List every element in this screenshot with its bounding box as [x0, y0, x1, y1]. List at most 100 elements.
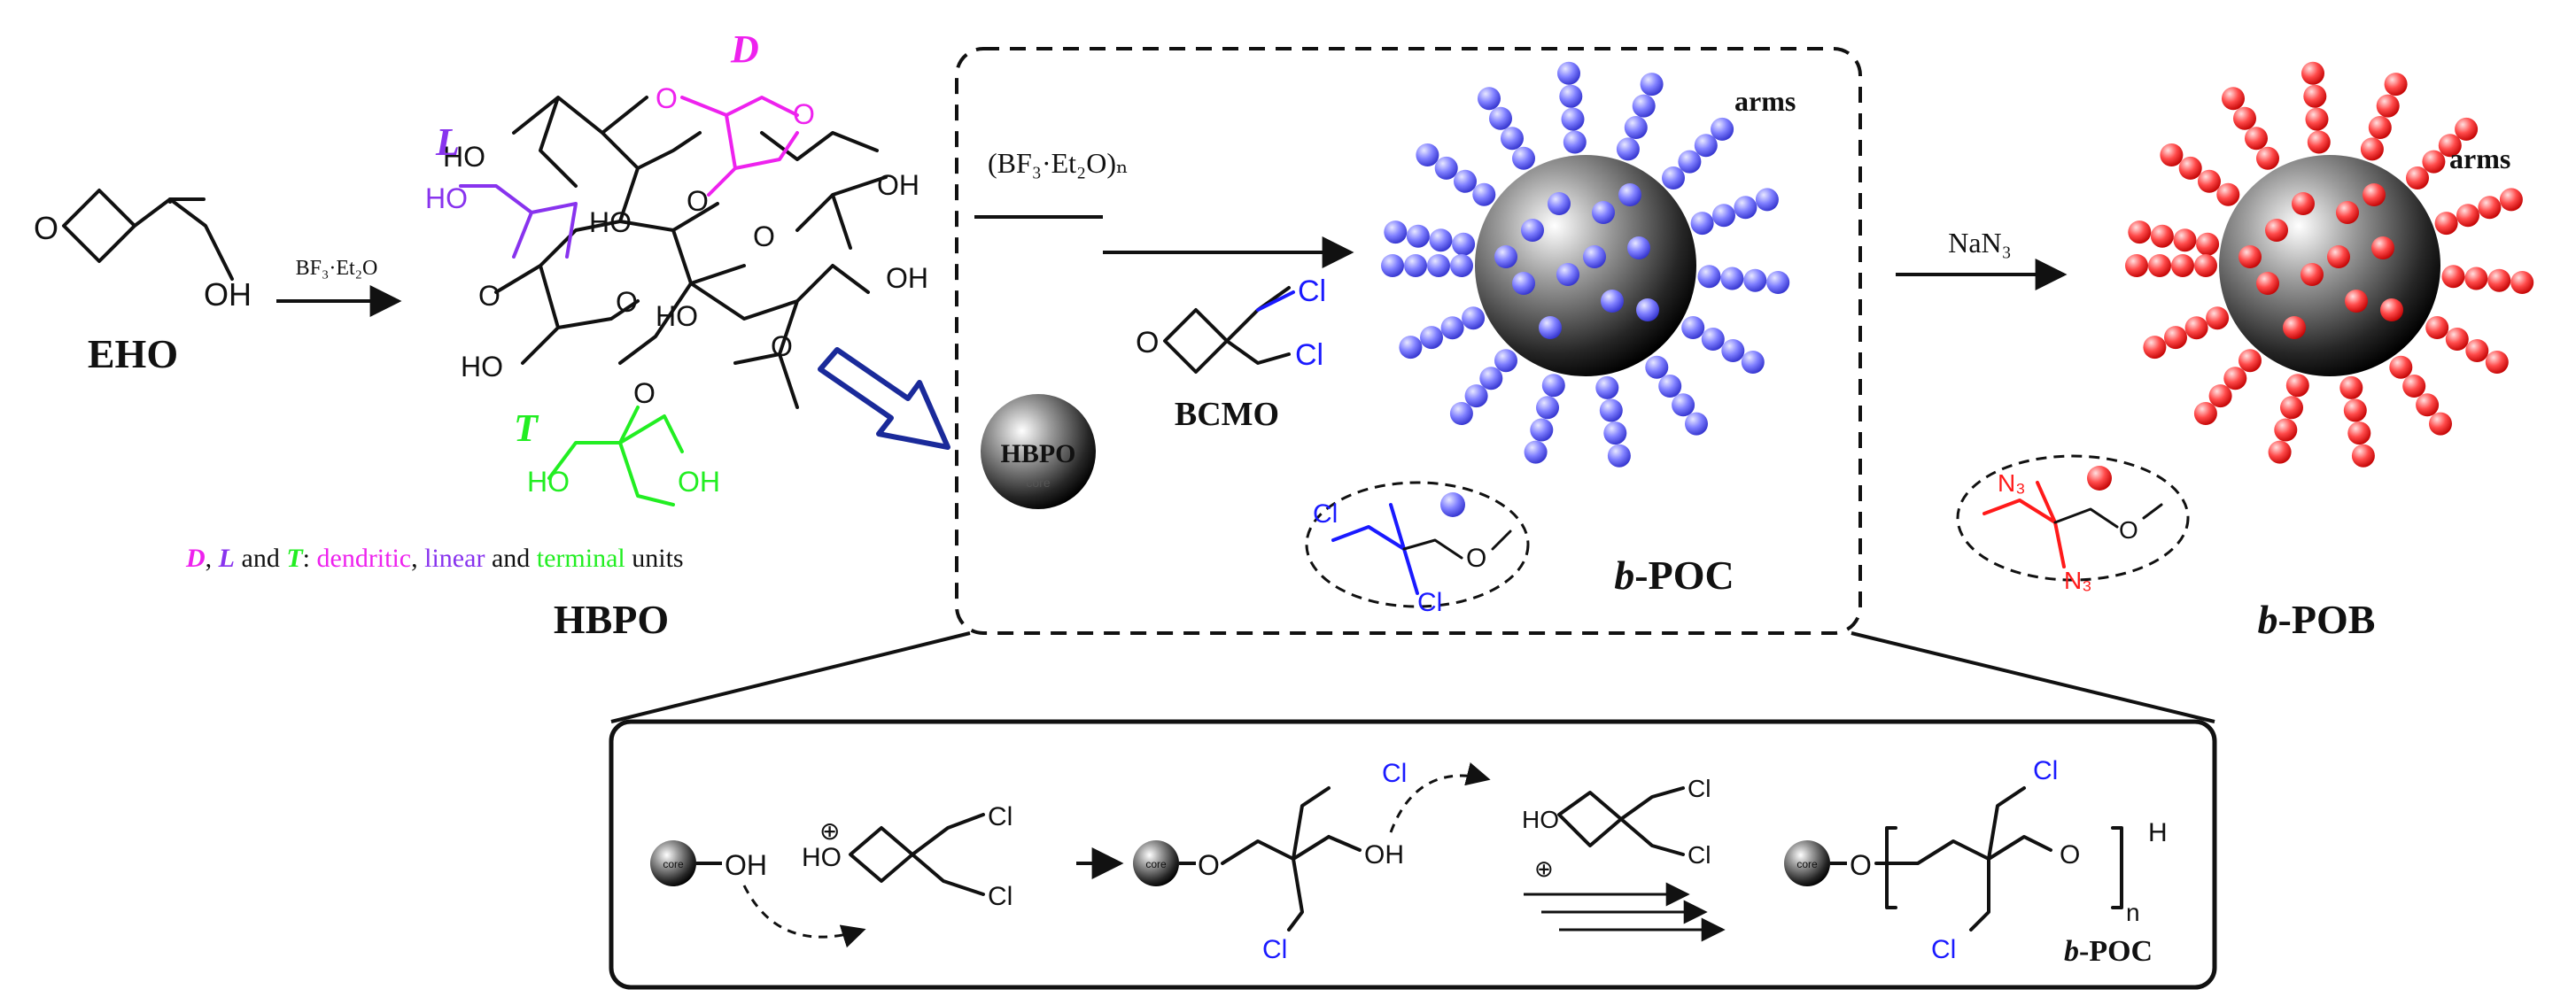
- pob-arm-9-bead-0: [2389, 355, 2413, 379]
- poc-arm-12-bead-0: [1494, 349, 1517, 373]
- b-poc-arms: [1381, 61, 1790, 468]
- poc-arm-3-bead-3: [1557, 61, 1580, 85]
- pob-arm-14-bead-2: [2148, 254, 2171, 277]
- pob-arm-12-bead-0: [2238, 349, 2262, 373]
- pob-arm-11-bead-3: [2268, 440, 2292, 464]
- poc-arm-6-bead-2: [1734, 196, 1757, 220]
- mech-plus-1: ⊕: [819, 817, 840, 845]
- poc-arm-11-bead-2: [1530, 418, 1554, 442]
- poc-arm-12-bead-3: [1449, 402, 1473, 425]
- poc-surface-bead-11: [1618, 183, 1641, 206]
- unit-label-l: L: [435, 120, 460, 164]
- pob-surface-bead-2: [2336, 201, 2359, 224]
- poc-arm-12-bead-1: [1479, 367, 1503, 390]
- legend-t: T: [286, 544, 304, 573]
- legend-sep: ,: [411, 544, 424, 573]
- bcmo-cl-2: Cl: [1295, 338, 1323, 372]
- poc-arm-5-bead-1: [1678, 150, 1702, 174]
- poc-arm-5-bead-2: [1694, 134, 1718, 158]
- mech-cl-4: Cl: [1262, 935, 1287, 964]
- pob-arm-14-bead-3: [2125, 254, 2148, 277]
- hbpo-ho-5: HO: [461, 351, 503, 383]
- poc-arm-14-bead-2: [1404, 254, 1427, 277]
- unit-label-t: T: [514, 406, 539, 450]
- hbpo-ho-3: HO: [589, 206, 632, 238]
- hbpo-label: HBPO: [554, 597, 669, 642]
- poc-arm-9-bead-3: [1685, 412, 1708, 436]
- pob-arm-8-bead-1: [2445, 328, 2469, 351]
- pob-arm-5-bead-3: [2455, 117, 2479, 141]
- poc-arm-0-bead-3: [1384, 220, 1408, 244]
- pob-arm-11-bead-1: [2280, 396, 2303, 420]
- poc-arm-13-bead-0: [1462, 306, 1486, 330]
- poc-surface-bead-0: [1521, 219, 1544, 242]
- b-poc-label-prefix: b: [1614, 553, 1634, 598]
- pob-arm-12-bead-1: [2223, 367, 2247, 390]
- pob-arm-10-bead-3: [2351, 444, 2375, 468]
- poc-arm-12-bead-2: [1464, 384, 1488, 408]
- pob-arm-6-bead-0: [2434, 212, 2458, 236]
- pob-surface-bead-10: [2238, 245, 2262, 268]
- eho-label: EHO: [88, 331, 178, 376]
- pob-arm-8-bead-0: [2425, 316, 2449, 339]
- mechanism: core OH HO ⊕ Cl Cl core O Cl Cl OH HO ⊕ …: [650, 756, 2168, 968]
- mechanism-box: [609, 719, 2217, 990]
- b-poc-arms-label: arms: [1734, 85, 1796, 117]
- poc-arm-1-bead-2: [1434, 156, 1458, 180]
- mech-o-2: O: [1198, 849, 1220, 881]
- pob-arm-13-bead-3: [2143, 336, 2167, 359]
- poc-surface-bead-3: [1627, 236, 1650, 259]
- hbpo-o-5: O: [478, 280, 500, 312]
- pob-surface-bead-7: [2380, 298, 2403, 321]
- mechanism-connector-right: [1851, 631, 2215, 723]
- hbpo-oh-1: OH: [877, 169, 919, 201]
- pob-arm-10-bead-2: [2347, 421, 2371, 445]
- unit-label-d: D: [730, 27, 759, 71]
- poc-arm-9-bead-1: [1658, 375, 1682, 398]
- hbpo-core-sphere: HBPO core: [981, 394, 1096, 509]
- mech-cl-3: Cl: [1382, 759, 1407, 788]
- poc-arm-2-bead-0: [1512, 146, 1535, 170]
- hbpo-oh-2: OH: [886, 262, 928, 294]
- legend-linear: linear: [424, 544, 485, 573]
- mech-ho-oxetane-2: HO: [1522, 806, 1559, 833]
- pob-arm-3-bead-0: [2307, 130, 2331, 154]
- mech-b-poc-suffix: -POC: [2079, 935, 2153, 968]
- hbpo-oh-green: OH: [678, 466, 720, 498]
- poc-arm-7-bead-0: [1697, 265, 1721, 289]
- pob-arm-10-bead-0: [2339, 375, 2363, 399]
- mech-cl-5: Cl: [1688, 775, 1711, 802]
- poc-arm-2-bead-1: [1501, 127, 1524, 151]
- mech-cl-7: Cl: [2033, 756, 2058, 785]
- mech-core-2: [1133, 840, 1179, 886]
- poc-arm-11-bead-0: [1541, 374, 1565, 398]
- pob-arm-5-bead-1: [2422, 150, 2446, 174]
- pob-arm-9-bead-3: [2429, 412, 2452, 436]
- pob-arm-1-bead-1: [2198, 169, 2221, 193]
- pob-arm-11-bead-2: [2274, 418, 2298, 442]
- hbpo-o-3: O: [687, 185, 709, 217]
- poc-arm-5-bead-0: [1662, 166, 1685, 189]
- b-poc-label: b-POC: [1614, 553, 1734, 598]
- mech-cl-1: Cl: [988, 802, 1013, 831]
- mech-cl-6: Cl: [1688, 841, 1711, 869]
- hbpo-core-label: HBPO: [1000, 439, 1075, 468]
- poc-arm-10-bead-1: [1599, 398, 1623, 422]
- poc-arm-13-bead-1: [1440, 316, 1464, 340]
- mech-o-3: O: [1850, 849, 1872, 881]
- pob-arm-2-bead-0: [2256, 146, 2279, 170]
- poc-arm-6-bead-1: [1712, 204, 1735, 228]
- step2-reagent: (BF₃·Et₂O)ₙ: [988, 147, 1129, 179]
- mech-attack-arrow-2: [1389, 762, 1491, 833]
- pob-arm-6-bead-1: [2456, 204, 2479, 228]
- legend-and2: and: [485, 544, 536, 573]
- pob-arm-3-bead-2: [2303, 84, 2327, 108]
- poc-arm-13-bead-2: [1420, 326, 1443, 350]
- mech-attack-arrow-1: [742, 885, 866, 948]
- pob-arm-12-bead-2: [2208, 384, 2232, 408]
- poc-arm-14-bead-3: [1381, 254, 1404, 277]
- mech-core-3-label: core: [1796, 858, 1818, 870]
- poc-surface-bead-2: [1592, 201, 1615, 224]
- poc-arm-3-bead-0: [1563, 130, 1587, 154]
- poc-arm-8-bead-2: [1721, 339, 1745, 362]
